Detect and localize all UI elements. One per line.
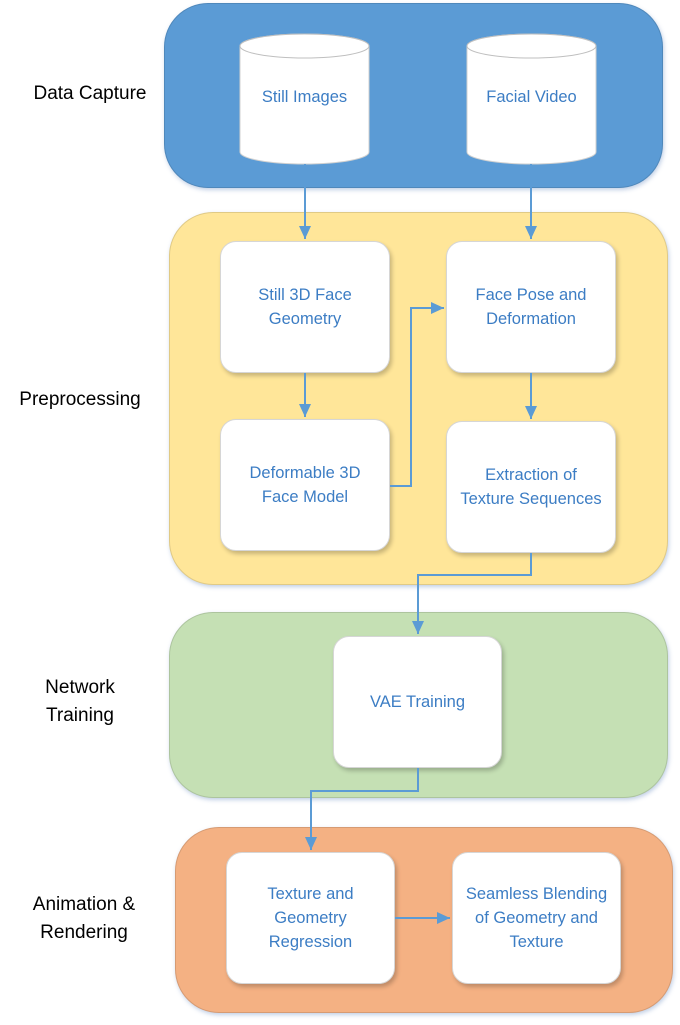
node-extraction-texture-sequences: Extraction of Texture Sequences [446, 421, 616, 553]
node-deformable-3d-face-model: Deformable 3D Face Model [220, 419, 390, 551]
stage-label-animation-rendering: Animation & Rendering [32, 894, 136, 943]
node-still-3d-face-geometry: Still 3D Face Geometry [220, 241, 390, 373]
stage-label-data-capture: Data Capture [33, 83, 147, 104]
stage-label-preprocessing: Preprocessing [19, 389, 141, 410]
node-facial-video: Facial Video [486, 88, 577, 106]
node-vae-training: VAE Training [333, 636, 502, 768]
node-seamless-blending: Seamless Blending of Geometry and Textur… [452, 852, 621, 984]
node-face-pose-deformation: Face Pose and Deformation [446, 241, 616, 373]
node-texture-geometry-regression: Texture and Geometry Regression [226, 852, 395, 984]
node-still-images: Still Images [261, 88, 348, 106]
stage-label-network-training: Network Training [45, 677, 115, 726]
